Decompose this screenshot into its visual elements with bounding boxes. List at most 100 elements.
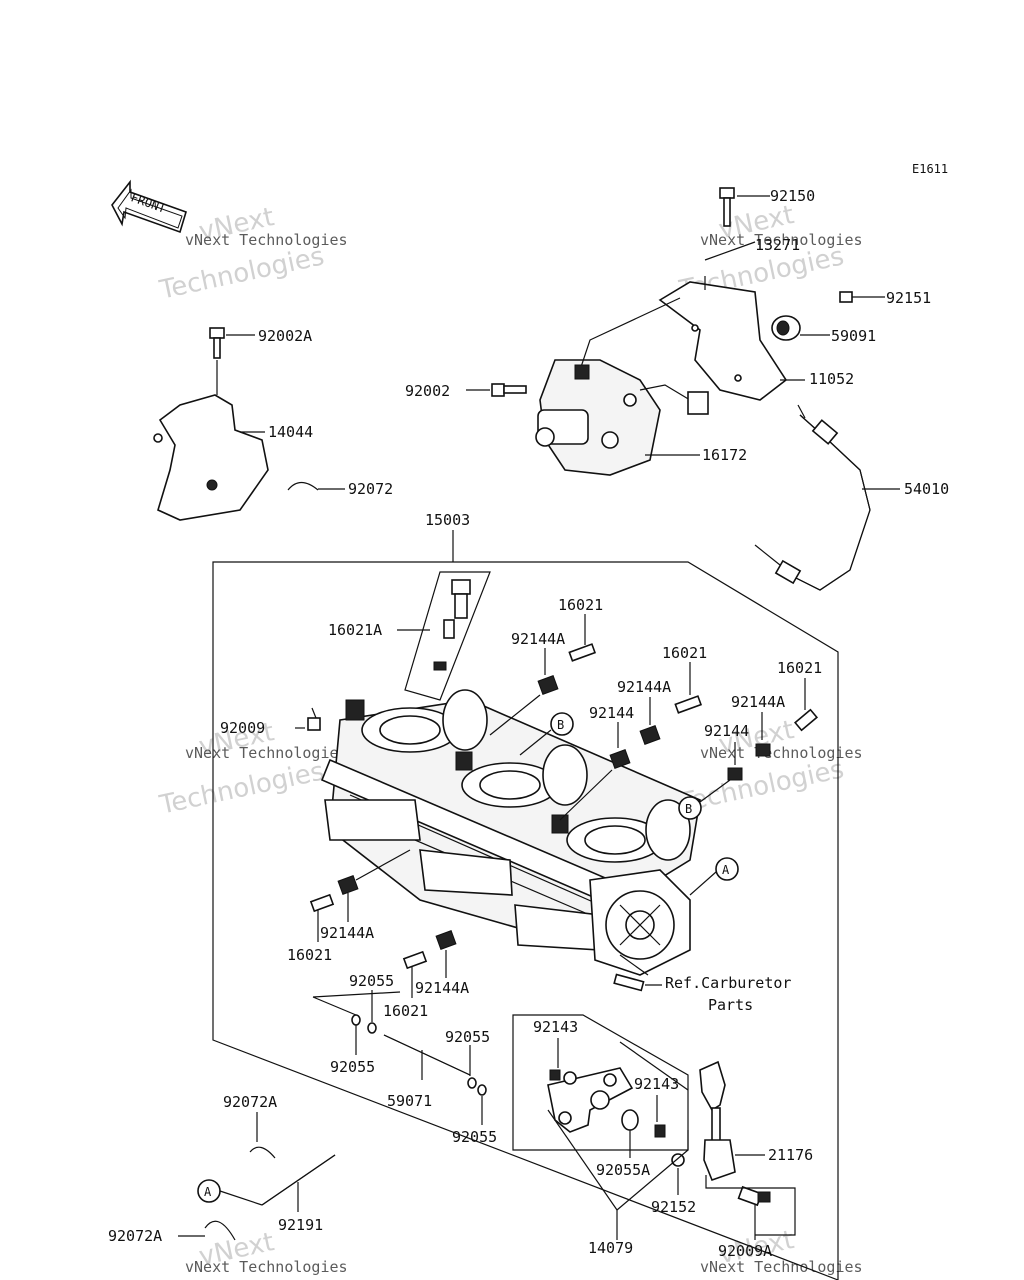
label-92150: 92150 (770, 187, 815, 205)
label-92143-a: 92143 (533, 1018, 578, 1036)
label-11052: 11052 (809, 370, 854, 388)
screw-92009 (307, 707, 321, 731)
spring-92144A-a (537, 675, 559, 695)
o-ring-92055A (621, 1109, 639, 1131)
bolt-92150 (719, 187, 735, 227)
label-92072: 92072 (348, 480, 393, 498)
label-92144A-b: 92144A (617, 678, 671, 696)
svg-text:vNext Technologies: vNext Technologies (700, 744, 863, 762)
svg-text:A: A (722, 863, 730, 877)
bolt-92151 (839, 291, 885, 303)
spring-92144-a (609, 749, 631, 769)
label-92144A-e: 92144A (415, 979, 469, 997)
label-92009: 92009 (220, 719, 265, 737)
callout-a-2: A (197, 1179, 263, 1206)
o-ring-92055-d (477, 1084, 487, 1096)
svg-text:vNext Technologies: vNext Technologies (185, 1258, 348, 1276)
screw-16021-d (309, 893, 335, 913)
svg-text:Technologies: Technologies (156, 756, 327, 820)
spring-92144-b (727, 767, 743, 781)
svg-text:A: A (204, 1185, 212, 1199)
label-13271: 13271 (755, 236, 800, 254)
label-92072A-a: 92072A (223, 1093, 277, 1111)
label-92055-d: 92055 (452, 1128, 497, 1146)
label-92009A: 92009A (718, 1242, 772, 1260)
throttle-body-assembly (320, 689, 701, 976)
plate-14079 (547, 1067, 634, 1133)
injector-16021A (404, 571, 491, 701)
throttle-motor-16172 (535, 297, 709, 476)
clip-92072 (287, 481, 319, 491)
label-92144A-c: 92144A (731, 693, 785, 711)
svg-text:B: B (557, 718, 564, 732)
screw-16021-e (402, 950, 428, 970)
label-59071: 59071 (387, 1092, 432, 1110)
svg-text:vNext Technologies: vNext Technologies (700, 1258, 863, 1276)
sensor-21176 (699, 1060, 736, 1182)
label-92055-a: 92055 (349, 972, 394, 990)
label-16172: 16172 (702, 446, 747, 464)
label-92151: 92151 (886, 289, 931, 307)
svg-text:vNext Technologies: vNext Technologies (185, 231, 348, 249)
callout-b-2: B (678, 779, 731, 820)
label-15003: 15003 (425, 511, 470, 529)
spring-92144A-c (755, 743, 771, 757)
bolt-92002 (491, 383, 527, 397)
bolt-92009A (737, 1185, 771, 1207)
label-92143-b: 92143 (634, 1075, 679, 1093)
svg-text:vNext Technologies: vNext Technologies (185, 744, 348, 762)
label-16021-a: 16021 (558, 596, 603, 614)
label-92144A-d: 92144A (320, 924, 374, 942)
bolt-92002A (209, 327, 225, 359)
label-16021-b: 16021 (662, 644, 707, 662)
svg-text:B: B (685, 802, 692, 816)
svg-text:Technologies: Technologies (156, 241, 327, 305)
label-92144-b: 92144 (704, 722, 749, 740)
o-ring-92055-b (367, 1022, 377, 1034)
label-92072A-b: 92072A (108, 1227, 162, 1245)
label-92055-b: 92055 (330, 1058, 375, 1076)
clip-92143-a (549, 1069, 561, 1081)
ref-note-line2: Parts (708, 996, 753, 1014)
label-92002A: 92002A (258, 327, 312, 345)
label-59091: 59091 (831, 327, 876, 345)
label-16021-c: 16021 (777, 659, 822, 677)
subassembly-outline-14079 (512, 1014, 689, 1151)
label-21176: 21176 (768, 1146, 813, 1164)
label-14079: 14079 (588, 1239, 633, 1257)
washer-92152 (671, 1153, 685, 1167)
label-92144A-a: 92144A (511, 630, 565, 648)
front-arrow-icon: FRONT (111, 179, 187, 234)
label-16021A: 16021A (328, 621, 382, 639)
clip-92072A-a (249, 1146, 276, 1159)
label-92144-a: 92144 (589, 704, 634, 722)
callout-a-1: A (689, 857, 739, 896)
grommet-59091 (771, 315, 801, 341)
label-92002: 92002 (405, 382, 450, 400)
screw-16021-c (793, 708, 819, 732)
pipe-59071 (383, 1034, 471, 1076)
clip-92143-b (654, 1124, 666, 1138)
spring-92144A-b (639, 725, 661, 745)
bracket-13271 (658, 276, 788, 401)
ref-note-line1: Ref.Carburetor (665, 974, 791, 992)
o-ring-92055-a (351, 1014, 361, 1026)
svg-text:vNext Technologies: vNext Technologies (700, 231, 863, 249)
label-54010: 54010 (904, 480, 949, 498)
hose-92191 (261, 1154, 336, 1206)
spring-92144A-e (435, 930, 457, 950)
label-92055-c: 92055 (445, 1028, 490, 1046)
screw-ref-carburetor (613, 973, 645, 992)
label-16021-e: 16021 (383, 1002, 428, 1020)
label-14044: 14044 (268, 423, 313, 441)
diagram-code: E1611 (912, 162, 948, 176)
label-92055A: 92055A (596, 1161, 650, 1179)
cable-54010 (754, 404, 871, 591)
label-92191: 92191 (278, 1216, 323, 1234)
part-labels: 92150 13271 92151 59091 92002 11052 1617… (108, 187, 949, 1260)
spring-92144A-d (337, 875, 359, 895)
label-92152: 92152 (651, 1198, 696, 1216)
assembly-outline-15003 (212, 561, 839, 1280)
label-16021-d: 16021 (287, 946, 332, 964)
